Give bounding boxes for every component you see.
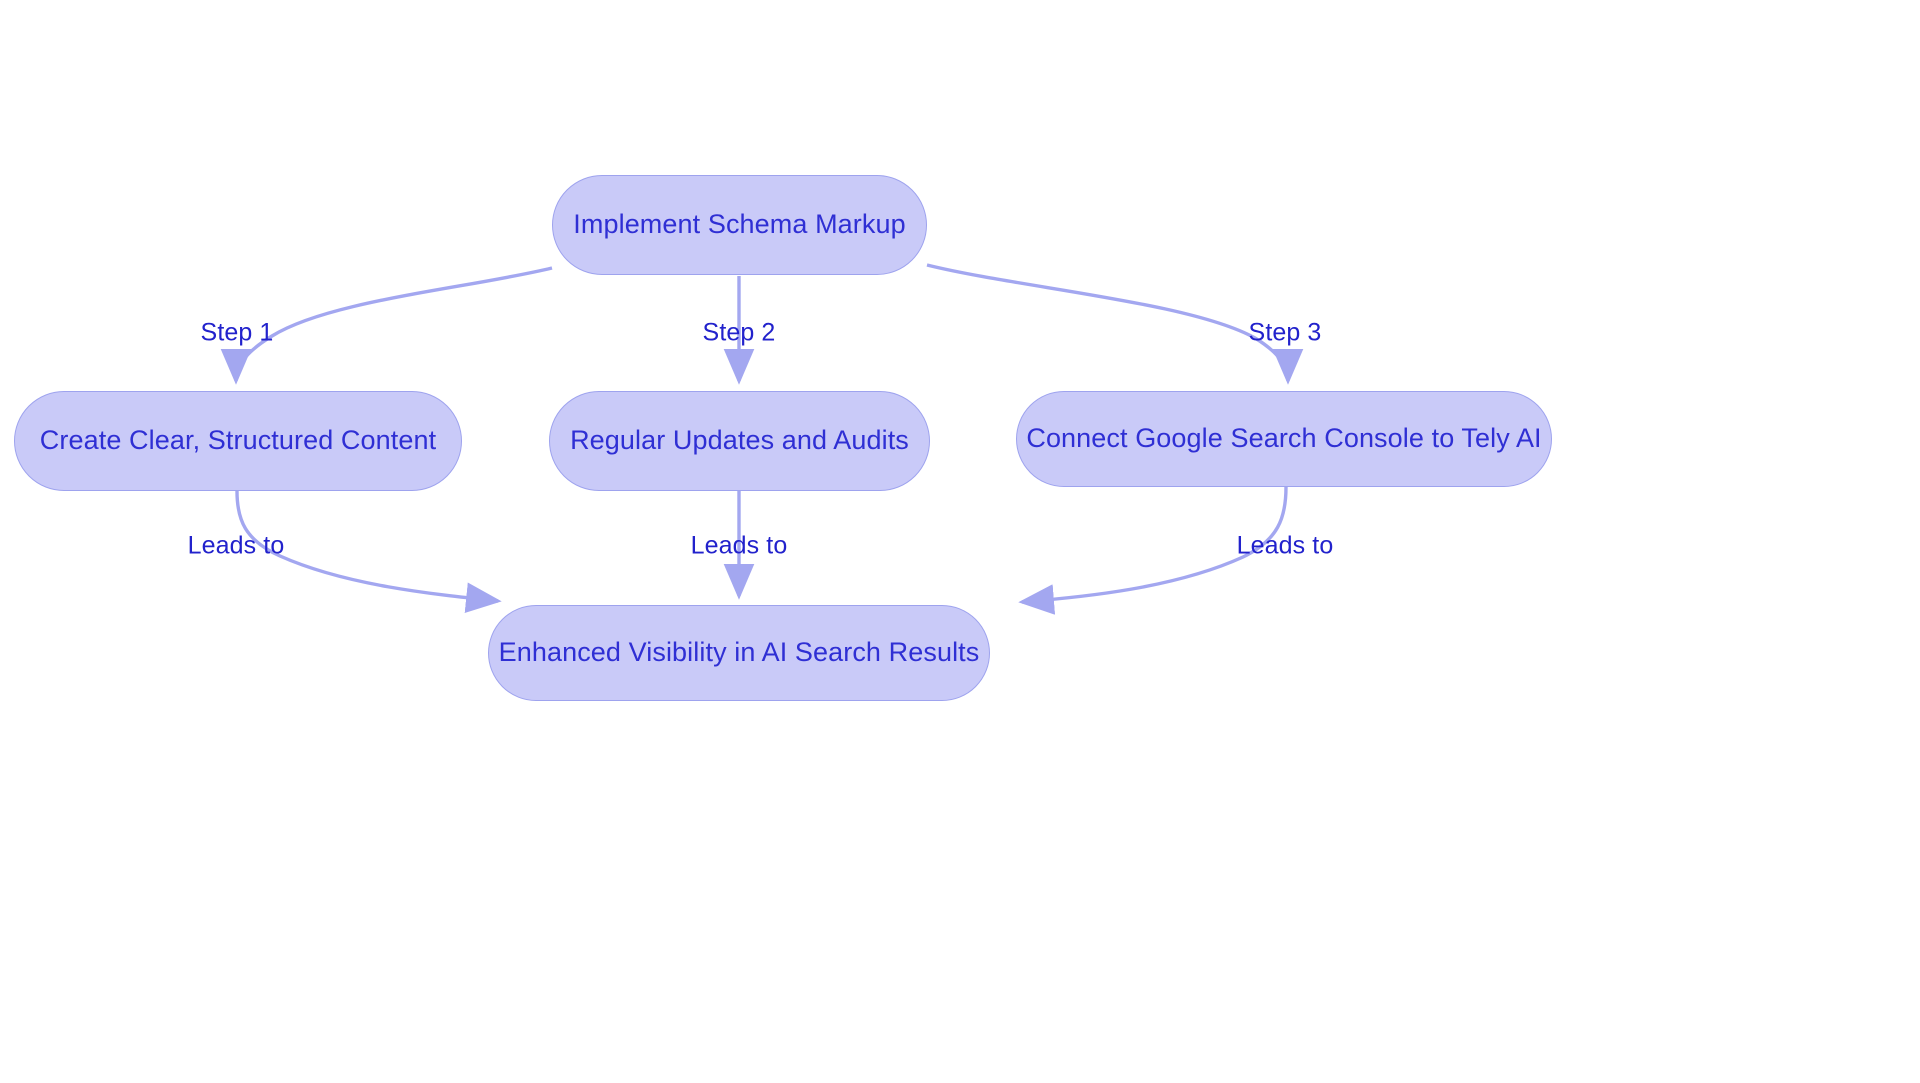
edge-edge-step-3 — [926, 263, 1304, 385]
node-label: Create Clear, Structured Content — [39, 425, 437, 456]
edge-edge-leads-to-1 — [235, 490, 502, 613]
node-regular-updates-and-audits[interactable]: Regular Updates and Audits — [549, 391, 930, 491]
edge-edge-step-1 — [220, 266, 553, 385]
node-implement-schema-markup[interactable]: Implement Schema Markup — [552, 175, 927, 275]
edge-label-step-3: Step 3 — [1248, 318, 1322, 347]
edge-label-leads-to-2: Leads to — [690, 531, 788, 560]
node-label: Enhanced Visibility in AI Search Results — [498, 637, 980, 668]
node-label: Regular Updates and Audits — [570, 425, 909, 456]
node-create-clear-structured-content[interactable]: Create Clear, Structured Content — [14, 391, 462, 491]
edge-paths — [220, 263, 1304, 615]
edge-label-leads-to-1: Leads to — [187, 531, 285, 560]
edge-label-step-2: Step 2 — [702, 318, 776, 347]
edge-label-step-1: Step 1 — [200, 318, 274, 347]
node-label: Connect Google Search Console to Tely AI — [1026, 423, 1542, 454]
node-label: Implement Schema Markup — [573, 209, 906, 240]
edge-edge-leads-to-3 — [1018, 486, 1288, 615]
edge-label-leads-to-3: Leads to — [1236, 531, 1334, 560]
node-connect-google-search-console-to-tely-ai[interactable]: Connect Google Search Console to Tely AI — [1016, 391, 1552, 487]
node-enhanced-visibility-in-ai-search-results[interactable]: Enhanced Visibility in AI Search Results — [488, 605, 990, 701]
